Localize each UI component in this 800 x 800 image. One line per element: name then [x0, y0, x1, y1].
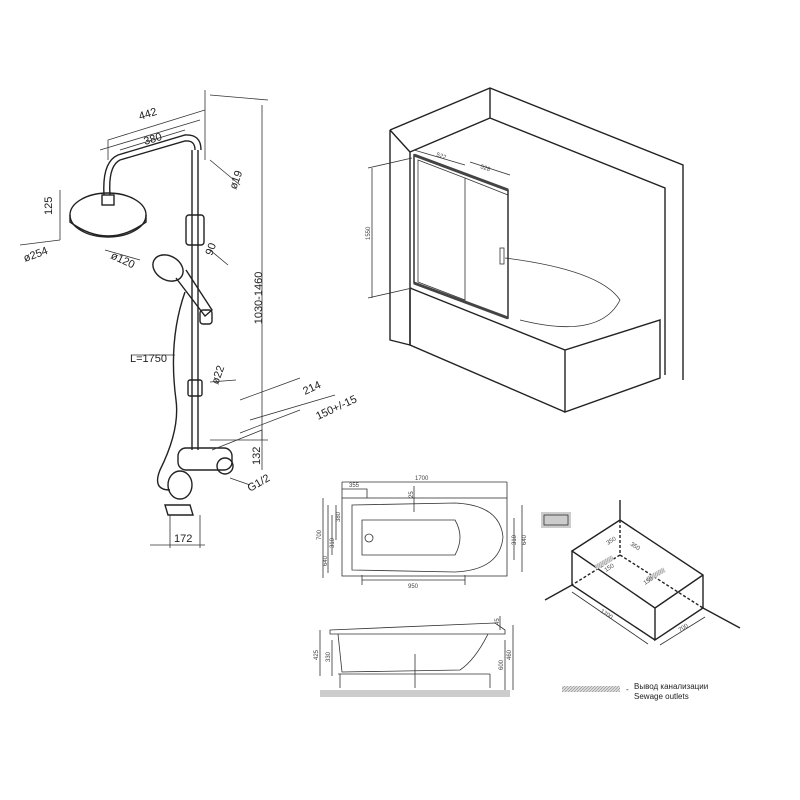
dim-outlet-c: 150: [604, 563, 616, 574]
dim-head-height: 125: [43, 197, 55, 215]
dim-box-width: 700: [678, 623, 690, 634]
dim-442: 442: [137, 106, 158, 123]
dim-tube-diameter: ø19: [228, 169, 246, 191]
dim-rim: 25: [409, 491, 415, 498]
dim-outlet-d: 150: [643, 576, 655, 587]
dim-mixer-height: 132: [251, 447, 263, 465]
legend-label-ru: Вывод канализации: [634, 682, 708, 691]
dim-height-range: 1030-1460: [253, 272, 265, 325]
bath-screen-drawing: 1550 522 528: [366, 87, 684, 413]
dim-centers: 150+/-15: [314, 393, 359, 422]
dim-leg-height: 600: [499, 659, 505, 670]
dim-bottom-length: 950: [408, 584, 419, 590]
legend-separator: -: [626, 685, 629, 694]
bath-top-view: 1700 355 25 700 640 380 310 310 640 950: [317, 476, 571, 590]
sewage-outlet-swatch: [562, 686, 620, 692]
hand-shower: [152, 254, 184, 282]
dim-height-total: 425: [314, 649, 320, 660]
dim-rim-step: 45: [495, 618, 501, 625]
dim-outlet-a: 350: [606, 536, 618, 547]
dim-inner-width-left: 640: [323, 555, 329, 566]
dim-length: 1700: [415, 476, 429, 482]
dim-inner-depth: 330: [326, 651, 332, 662]
shower-system-drawing: 442 380 ø19 125 ø254 ø120 90 1030-1460 L…: [19, 90, 359, 548]
legend-label-en: Sewage outlets: [634, 692, 689, 701]
dim-overall: 460: [507, 649, 513, 660]
installation-box: 1700 700 350 350 150 150: [544, 500, 741, 646]
legend: - Вывод канализации Sewage outlets: [562, 682, 708, 701]
dim-screen-height: 1550: [366, 226, 372, 240]
dim-left-b: 310: [330, 537, 336, 548]
dim-left-a: 380: [336, 511, 342, 522]
dim-head-diameter: ø254: [22, 245, 50, 265]
dim-outlet-b: 350: [629, 542, 641, 553]
dim-panel-fixed: 522: [435, 152, 447, 161]
dim-panel-sliding: 528: [479, 164, 491, 173]
dim-holder: 90: [204, 241, 219, 257]
shower-head: [69, 192, 147, 238]
dim-380: 380: [142, 131, 163, 148]
dim-depth: 214: [301, 379, 323, 398]
dim-offset: 355: [349, 483, 360, 489]
bath-side-view: 425 330 600 460 45: [314, 616, 514, 697]
dim-hand-diameter: ø120: [109, 250, 137, 271]
dim-right-b: 640: [522, 534, 528, 545]
dim-hose-length: L=1750: [130, 353, 167, 365]
dim-thread: G1/2: [246, 472, 273, 494]
dim-right-a: 310: [512, 534, 518, 545]
dim-spout: 172: [174, 533, 192, 545]
dim-width: 700: [317, 529, 323, 540]
dim-rail-diameter: ø22: [210, 364, 228, 386]
